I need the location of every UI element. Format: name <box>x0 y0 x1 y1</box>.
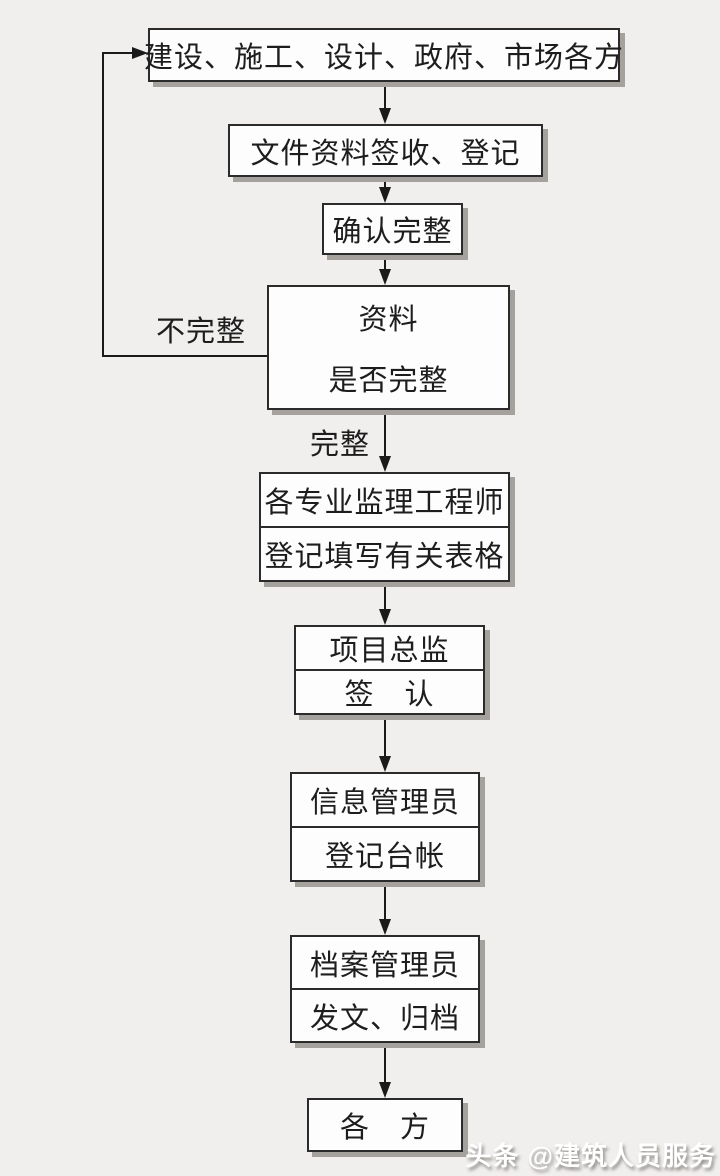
all-parties-label: 各 方 <box>339 1112 430 1144</box>
flow-box-sign-register-label: 文件资料签收、登记 <box>250 137 521 170</box>
arrowhead-to-confirm <box>379 187 391 203</box>
decision-line-2: 是否完整 <box>328 364 449 397</box>
flow-box-sources: 建设、施工、设计、政府、市场各方 <box>144 28 625 82</box>
feedback-line-incomplete <box>102 52 267 357</box>
engineers-task-label: 登记填写有关表格 <box>261 526 508 580</box>
arrowhead-to-decision <box>379 269 391 285</box>
flow-box-sources-label: 建设、施工、设计、政府、市场各方 <box>144 42 625 74</box>
arrowhead-to-director <box>379 609 391 625</box>
flow-box-decision-completeness: 资料 是否完整 <box>267 285 510 410</box>
info-task-label: 登记台帐 <box>292 826 478 880</box>
flow-box-confirm-complete: 确认完整 <box>322 203 463 255</box>
flow-box-archive-manager: 档案管理员 发文、归档 <box>290 935 480 1043</box>
arrowhead-feedback <box>132 47 148 59</box>
info-role-label: 信息管理员 <box>309 787 460 819</box>
chief-role-label: 项目总监 <box>329 635 450 667</box>
engineers-role-label: 各专业监理工程师 <box>264 487 505 519</box>
flow-box-confirm-complete-label: 确认完整 <box>332 216 453 248</box>
branch-label-complete: 完整 <box>310 429 371 461</box>
archive-task-label: 发文、归档 <box>292 988 478 1041</box>
flow-box-all-parties: 各 方 <box>307 1098 463 1152</box>
arrowhead-to-engineers <box>379 456 391 472</box>
flow-box-sign-register: 文件资料签收、登记 <box>228 124 543 177</box>
decision-line-1: 资料 <box>358 304 419 337</box>
flow-box-information-manager: 信息管理员 登记台帐 <box>290 772 480 882</box>
watermark: 头条 @建筑人员服务 <box>465 1141 716 1171</box>
flow-box-supervision-engineers: 各专业监理工程师 登记填写有关表格 <box>259 472 510 582</box>
arrowhead-to-archive <box>379 919 391 935</box>
arrowhead-to-register <box>379 108 391 124</box>
arrowhead-to-info <box>379 756 391 772</box>
flow-box-chief-supervisor: 项目总监 签 认 <box>294 625 485 715</box>
arrowhead-to-parties <box>379 1082 391 1098</box>
archive-role-label: 档案管理员 <box>309 949 460 982</box>
branch-label-incomplete: 不完整 <box>156 316 247 348</box>
chief-task-label: 签 认 <box>296 669 483 713</box>
